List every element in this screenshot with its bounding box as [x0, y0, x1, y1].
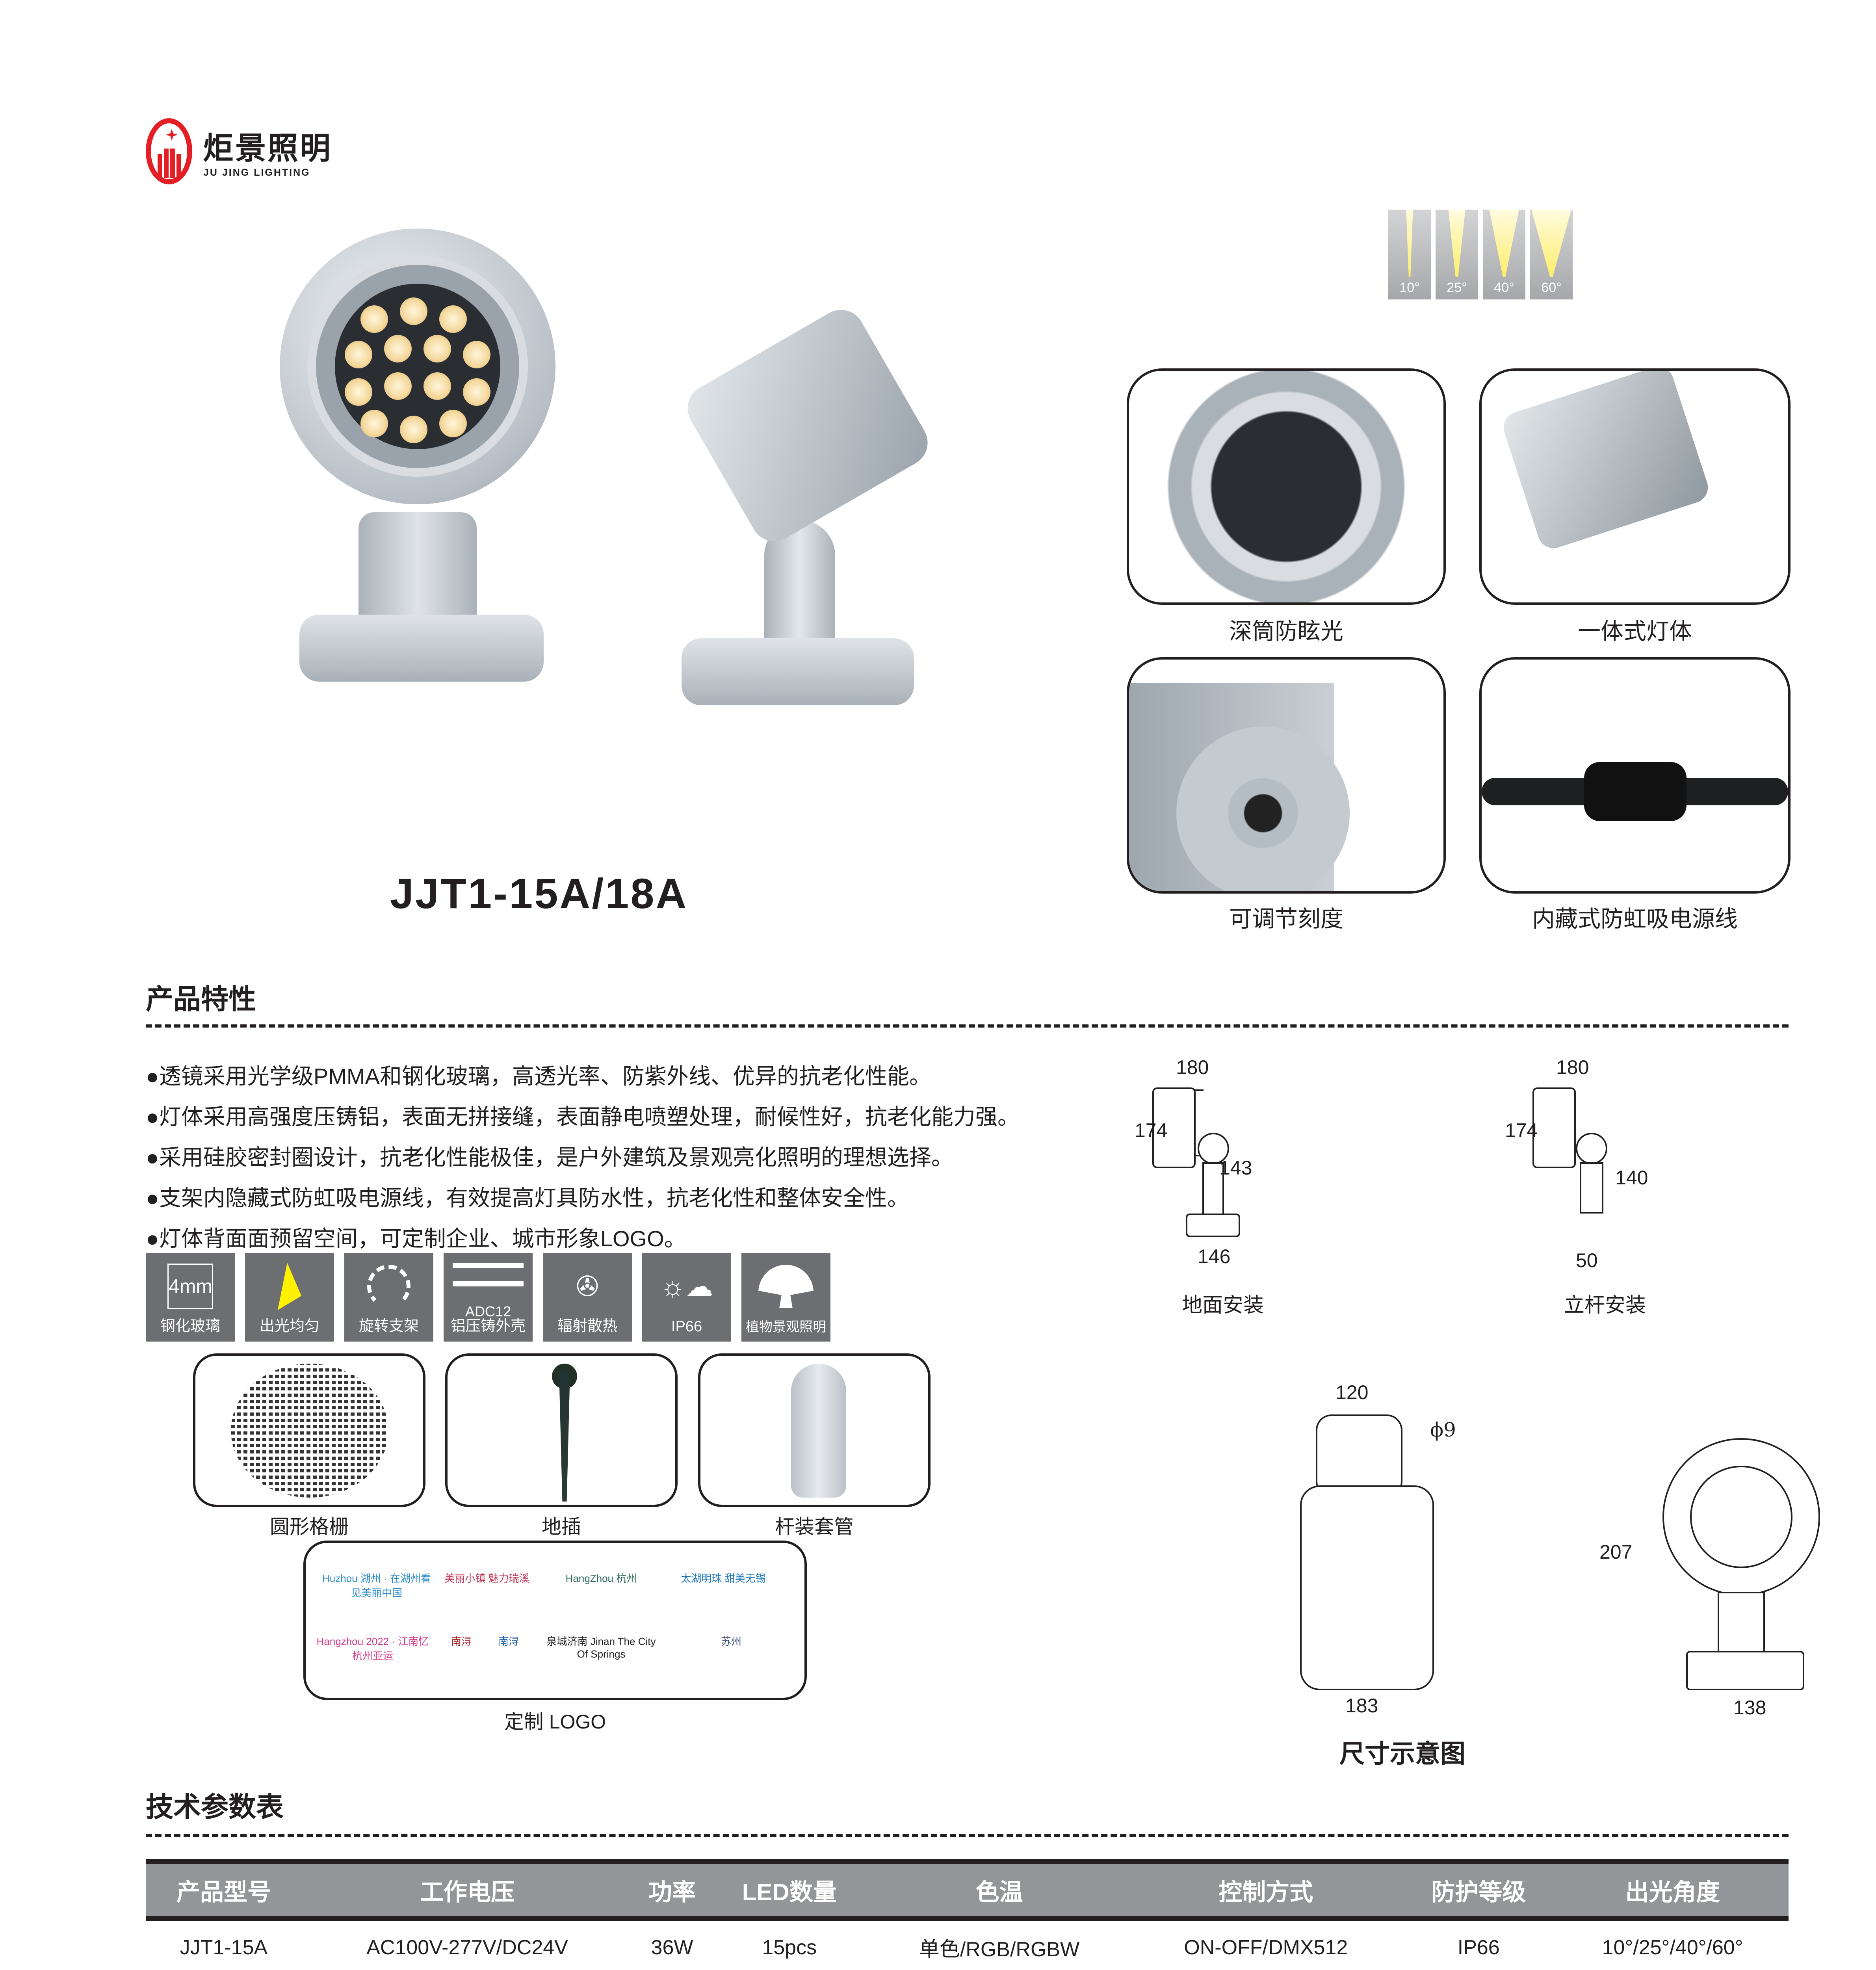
- pole-mount-drawing: [1532, 1087, 1576, 1168]
- section-title-specs: 技术参数表: [146, 1791, 284, 1823]
- brand-emblem-icon: [146, 118, 192, 184]
- dimensions-title: 尺寸示意图: [1339, 1740, 1466, 1769]
- detail-photo-deep-tube: [1127, 368, 1446, 605]
- section-divider: [146, 1024, 1789, 1028]
- round-grille-photo: [231, 1364, 388, 1498]
- die-cast-aluminum-icon: [444, 1257, 533, 1292]
- accessory-card: [698, 1353, 931, 1507]
- rotating-bracket-icon: [344, 1261, 433, 1312]
- logo-sample: HangZhou 杭州: [565, 1572, 637, 1584]
- weatherproof-icon: ☼☁: [660, 1271, 713, 1302]
- tempered-glass-icon: 4mm: [146, 1261, 235, 1312]
- feature-bullet: ●采用硅胶密封圈设计，抗老化性能极佳，是户外建筑及景观亮化照明的理想选择。: [146, 1145, 953, 1170]
- brand-logo: 炬景照明 JU JING LIGHTING: [146, 118, 366, 185]
- beam-tile-40: 40°: [1483, 210, 1525, 299]
- accessory-caption: 杆装套管: [775, 1516, 854, 1538]
- detail-photo-anti-siphon-cable: [1479, 657, 1791, 894]
- accessory-caption: 地插: [542, 1516, 581, 1538]
- tree-landscape-icon: [741, 1261, 830, 1312]
- accessory-card: [193, 1353, 425, 1507]
- detail-caption: 可调节刻度: [1229, 906, 1343, 932]
- feature-list: ●透镜采用光学级PMMA和钢化玻璃，高透光率、防紫外线、优异的抗老化性能。 ●灯…: [146, 1056, 1020, 1259]
- ground-mount-drawing: [1152, 1087, 1196, 1168]
- logo-sample: 太湖明珠 甜美无锡: [681, 1572, 766, 1584]
- section-title-features: 产品特性: [146, 983, 256, 1015]
- feature-bullet: ●透镜采用光学级PMMA和钢化玻璃，高透光率、防紫外线、优异的抗老化性能。: [146, 1064, 931, 1089]
- deep-tube-lens-photo: [1129, 371, 1443, 602]
- logo-sample: 苏州: [721, 1635, 741, 1647]
- adjustable-dial-photo: [1129, 683, 1350, 891]
- feature-bullet: ●灯体采用高强度压铸铝，表面无拼接缝，表面静电喷塑处理，耐候性好，抗老化能力强。: [146, 1104, 1020, 1129]
- anti-siphon-cable-photo: [1482, 762, 1788, 821]
- feature-icon-tile: ✇辐射散热: [543, 1253, 632, 1342]
- custom-logo-caption: 定制 LOGO: [504, 1711, 606, 1733]
- model-title: JJT1-15A/18A: [390, 870, 688, 917]
- beam-angle-tiles: 10° 25° 40° 60°: [1388, 210, 1573, 299]
- detail-caption: 深筒防眩光: [1229, 619, 1343, 644]
- brand-name-en: JU JING LIGHTING: [203, 167, 310, 178]
- logo-sample: 南浔: [451, 1635, 472, 1647]
- pole-mount-caption: 立杆安装: [1564, 1294, 1646, 1317]
- dimension-drawings: 180 174 143 146 地面安装 180 174 140 50 立杆安装…: [1135, 1056, 1820, 1805]
- accessory-card: [445, 1353, 678, 1507]
- back-view-drawing: [1316, 1414, 1402, 1497]
- detail-caption: 一体式灯体: [1577, 619, 1692, 644]
- feature-icon-tile: ☼☁IP66: [642, 1253, 731, 1342]
- logo-sample: 泉城济南 Jinan The City Of Springs: [546, 1635, 656, 1660]
- feature-bullet: ●支架内隐藏式防虹吸电源线，有效提高灯具防水性，抗老化性和整体安全性。: [146, 1186, 909, 1210]
- section-divider: [146, 1834, 1789, 1837]
- pole-sleeve-photo: [791, 1364, 846, 1498]
- feature-icon-tile: 出光均匀: [245, 1253, 334, 1342]
- uniform-light-icon: [245, 1261, 334, 1312]
- logo-sample: 南浔: [498, 1635, 519, 1647]
- feature-icon-tile: 植物景观照明: [741, 1253, 830, 1342]
- beam-tile-60: 60°: [1530, 210, 1573, 299]
- logo-sample: Hangzhou 2022 · 江南忆 杭州亚运: [316, 1635, 429, 1662]
- fan-cooling-icon: ✇: [576, 1271, 599, 1302]
- product-hero-image: [221, 221, 977, 859]
- brand-name-cn: 炬景照明: [203, 131, 332, 166]
- detail-photo-integrated-body: [1479, 368, 1791, 605]
- feature-bullet: ●灯体背面面预留空间，可定制企业、城市形象LOGO。: [146, 1226, 686, 1251]
- custom-logo-samples: Huzhou 湖州 · 在湖州看见美丽中国 美丽小镇 魅力瑞溪 HangZhou…: [303, 1541, 807, 1700]
- detail-photo-adjustable-dial: [1127, 657, 1446, 894]
- logo-sample: Huzhou 湖州 · 在湖州看见美丽中国: [322, 1572, 431, 1599]
- beam-tile-10: 10°: [1388, 210, 1431, 299]
- detail-caption: 内藏式防虹吸电源线: [1532, 906, 1738, 932]
- beam-tile-25: 25°: [1436, 210, 1478, 299]
- integrated-body-photo: [1499, 371, 1712, 552]
- accessory-caption: 圆形格栅: [270, 1516, 349, 1538]
- logo-sample: 美丽小镇 魅力瑞溪: [444, 1572, 529, 1584]
- feature-icon-tile: 旋转支架: [344, 1253, 433, 1342]
- ground-mount-caption: 地面安装: [1182, 1294, 1264, 1317]
